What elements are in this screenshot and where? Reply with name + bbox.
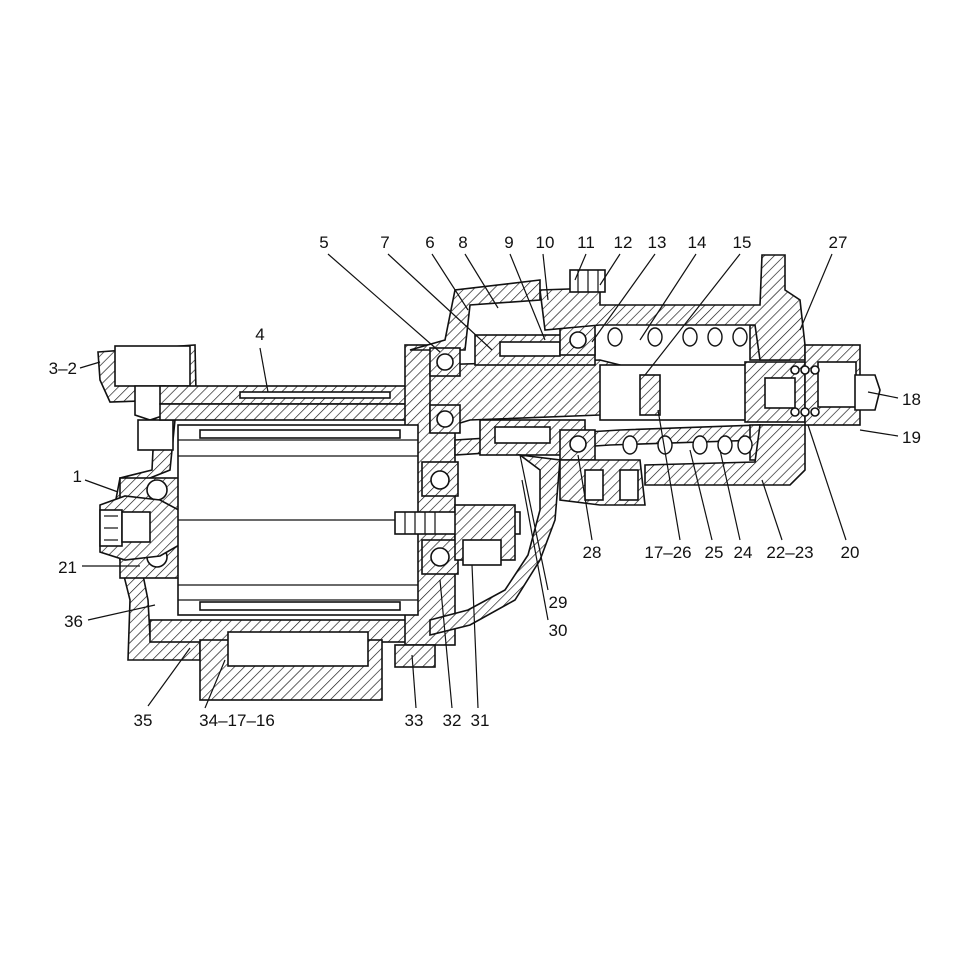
return-spring [607, 327, 753, 455]
label-32: 32 [443, 711, 462, 730]
label-24: 24 [734, 543, 753, 562]
label-22-23: 22–23 [766, 543, 813, 562]
label-21: 21 [58, 558, 77, 577]
label-33: 33 [405, 711, 424, 730]
output-end-nut [790, 344, 881, 426]
label-5: 5 [319, 233, 328, 252]
label-6: 6 [425, 233, 434, 252]
label-28: 28 [583, 543, 602, 562]
leader-lines [79, 253, 899, 709]
label-18: 18 [902, 390, 921, 409]
nose-housing [539, 254, 806, 486]
label-7: 7 [380, 233, 389, 252]
label-15: 15 [733, 233, 752, 252]
label-35: 35 [134, 711, 153, 730]
label-29: 29 [549, 593, 568, 612]
label-11: 11 [577, 233, 595, 252]
commutator-end-bearing [99, 477, 189, 579]
label-4: 4 [255, 325, 264, 344]
label-27: 27 [829, 233, 848, 252]
label-20: 20 [841, 543, 860, 562]
label-13: 13 [648, 233, 667, 252]
label-31: 31 [471, 711, 490, 730]
label-19: 19 [902, 428, 921, 447]
label-25: 25 [705, 543, 724, 562]
label-36: 36 [64, 612, 83, 631]
label-17-26: 17–26 [644, 543, 691, 562]
label-14: 14 [688, 233, 707, 252]
label-8: 8 [458, 233, 467, 252]
through-bolt [394, 504, 521, 566]
label-10: 10 [536, 233, 555, 252]
label-1: 1 [73, 467, 82, 486]
label-3-2: 3–2 [49, 359, 77, 378]
armature [177, 424, 419, 616]
label-12: 12 [614, 233, 633, 252]
label-30: 30 [549, 621, 568, 640]
part-number-labels: 1 3–2 4 5 6 7 8 9 10 11 12 13 14 15 27 1… [49, 233, 921, 730]
label-34-17-16: 34–17–16 [199, 711, 275, 730]
label-9: 9 [504, 233, 513, 252]
